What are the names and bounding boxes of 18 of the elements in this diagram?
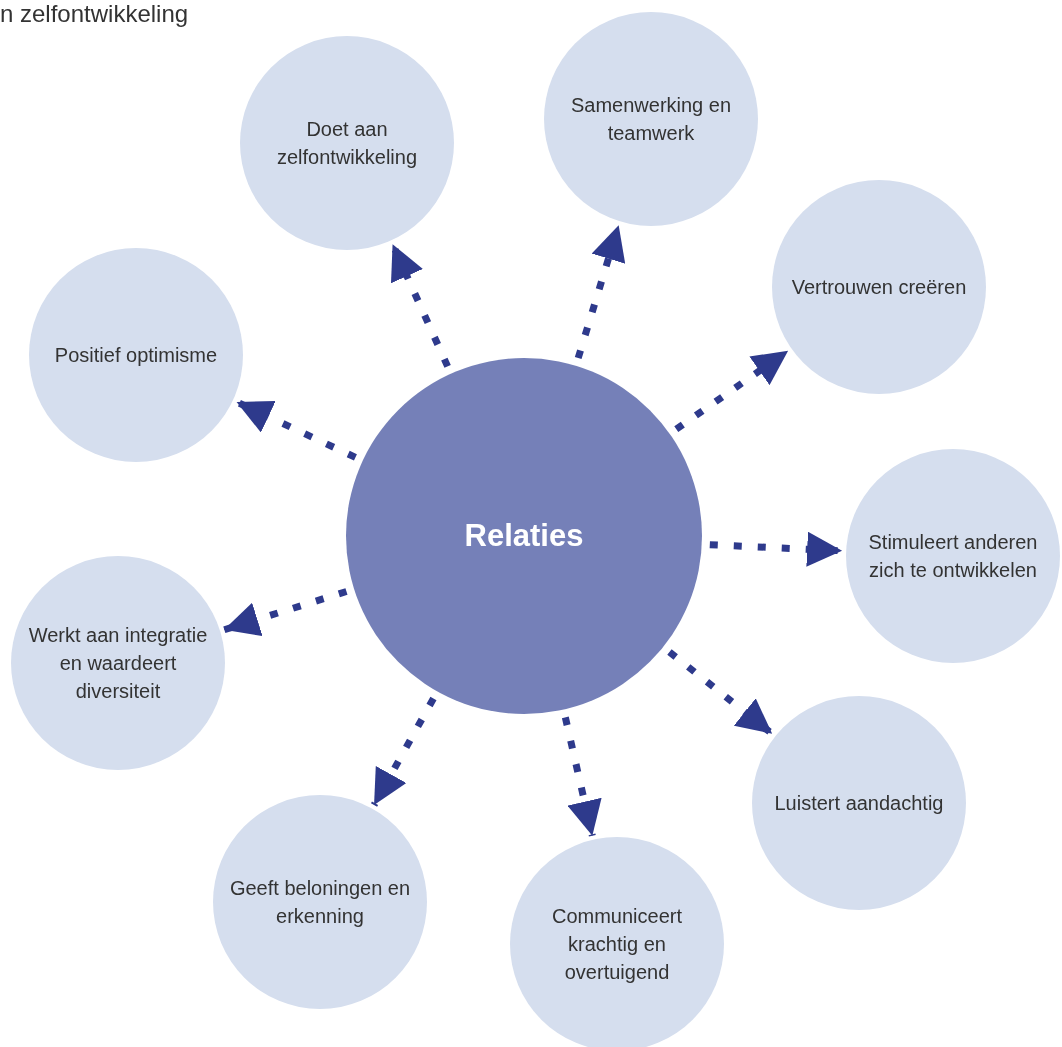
topic-text: Samenwerking en teamwerk [569,93,733,146]
topic-text: Vertrouwen creëren [790,275,968,300]
topic-text: Communiceert krachtig en overtuigend [550,904,683,985]
dotted-arrow [235,398,357,461]
topic-text: Doet aan zelfontwikkeling [275,117,419,170]
heading-fragment: n zelfontwikkeling [0,0,189,28]
dotted-arrow [574,224,626,360]
dotted-arrow [561,716,602,837]
dotted-arrow [389,242,451,368]
dotted-arrow [709,531,843,567]
dotted-arrow [222,588,348,637]
topic-text: Stimuleert anderen zich te ontwikkelen [867,530,1039,583]
center-title: Relaties [463,522,585,550]
topic-text: Luistert aandachtig [773,791,945,816]
topic-text: Geeft beloningen en erkenning [228,876,412,929]
dotted-arrow [371,696,437,807]
topic-text: Positief optimisme [53,343,219,368]
topic-text: Werkt aan integratie en waardeert diversiteit [27,623,209,704]
